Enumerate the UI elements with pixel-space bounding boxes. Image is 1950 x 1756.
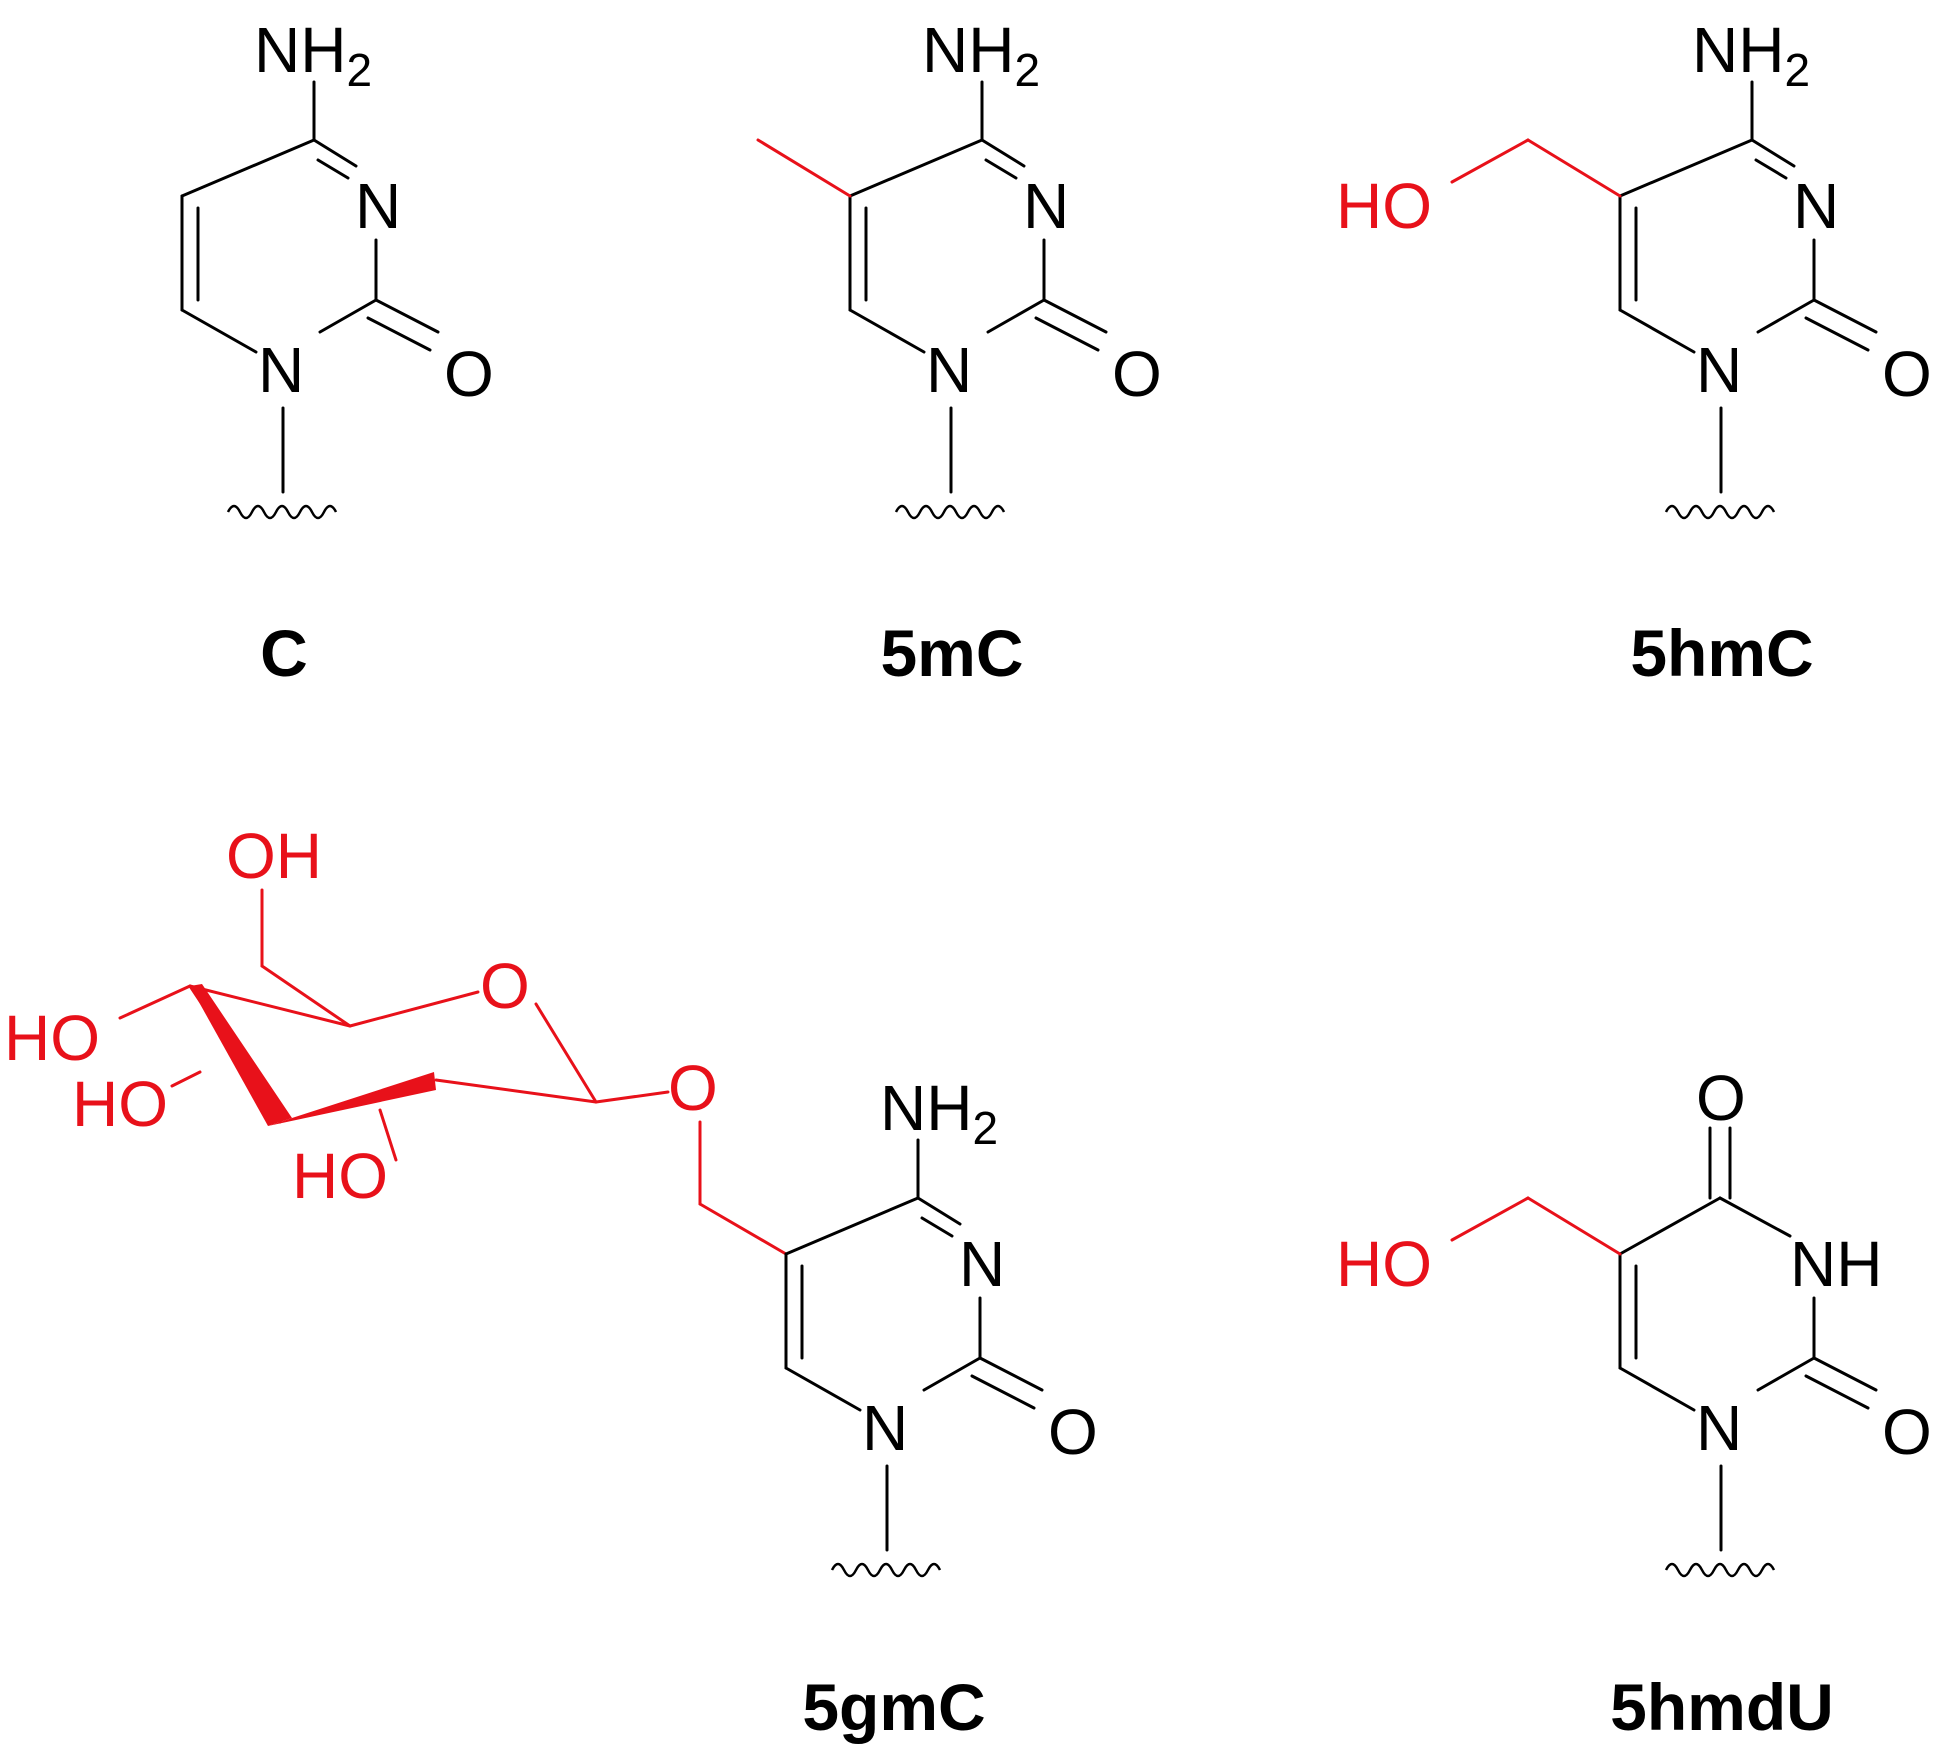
atom-n: N <box>862 1392 908 1464</box>
atom-n: N <box>355 170 401 242</box>
structure-5hmc: NH2 N O N HO 5hmC <box>1336 14 1932 690</box>
label-5hmc: 5hmC <box>1630 616 1813 690</box>
structure-5mc: NH2 N O N 5mC <box>756 14 1162 690</box>
atom-o: O <box>1696 1062 1746 1134</box>
atom-n: N <box>959 1228 1005 1300</box>
structure-c: NH2 N O N C <box>180 14 494 690</box>
atom-oh: OH <box>226 820 322 892</box>
atom-nh2: NH2 <box>880 1072 998 1154</box>
atom-n: N <box>1793 170 1839 242</box>
atom-nh2: NH2 <box>1692 14 1810 96</box>
atom-n: N <box>1696 1392 1742 1464</box>
atom-ho: HO <box>1336 1228 1432 1300</box>
atom-n: N <box>1696 334 1742 406</box>
structure-5gmc: OH O HO HO HO O NH2 N O N <box>4 820 1098 1744</box>
label-c: C <box>260 616 308 690</box>
atom-n: N <box>1023 170 1069 242</box>
atom-o: O <box>1882 338 1932 410</box>
atom-ho: HO <box>292 1140 388 1212</box>
atom-ho: HO <box>72 1068 168 1140</box>
atom-o: O <box>444 338 494 410</box>
atom-nh2: NH2 <box>922 14 1040 96</box>
label-5hmdu: 5hmdU <box>1610 1670 1834 1744</box>
atom-o: O <box>1882 1396 1932 1468</box>
atom-o: O <box>1048 1396 1098 1468</box>
atom-n: N <box>258 334 304 406</box>
atom-nh2: NH2 <box>254 14 372 96</box>
structure-5hmdu: O NH O N HO 5hmdU <box>1336 1062 1932 1744</box>
atom-ho: HO <box>4 1002 100 1074</box>
atom-o: O <box>1112 338 1162 410</box>
atom-o-ring: O <box>480 950 530 1022</box>
label-5mc: 5mC <box>880 616 1023 690</box>
atom-n: N <box>926 334 972 406</box>
atom-o-glycosidic: O <box>668 1052 718 1124</box>
label-5gmc: 5gmC <box>802 1670 985 1744</box>
atom-ho: HO <box>1336 170 1432 242</box>
atom-nh: NH <box>1790 1228 1882 1300</box>
